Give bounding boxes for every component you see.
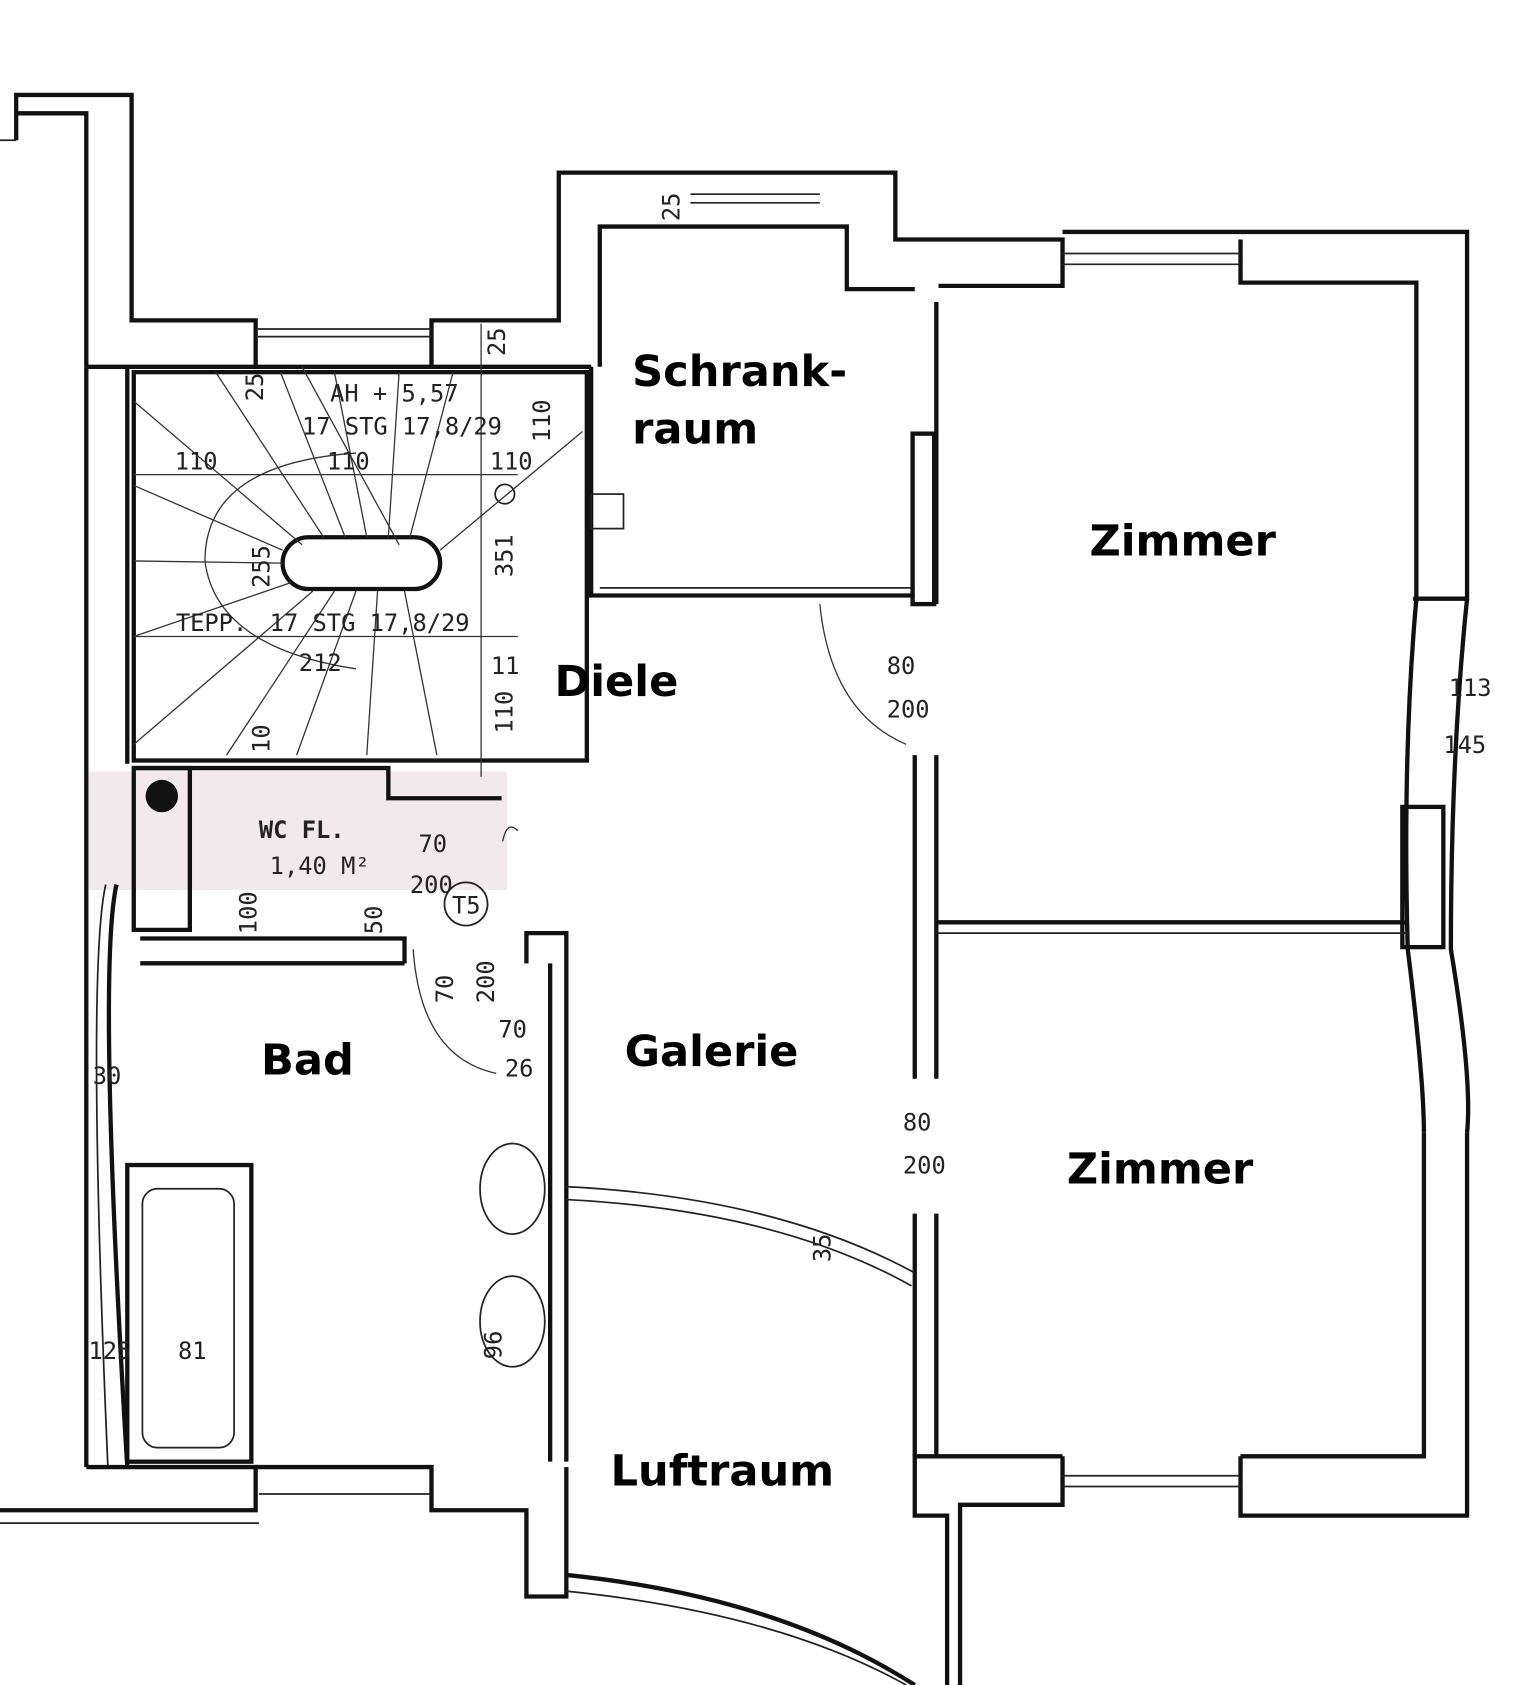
dim-text: 145 [1443, 731, 1486, 759]
room-label-bad: Bad [261, 1035, 354, 1085]
wc-label: WC FL. [259, 816, 345, 844]
dim-text: TEPP. [176, 609, 247, 637]
dim-text: 17 STG 17,8/29 [302, 413, 502, 441]
dim-text: 50 [360, 906, 388, 935]
dim-text: 10 [248, 724, 276, 753]
t5-marker: T5 [452, 892, 481, 920]
dim-text: 212 [299, 649, 342, 677]
dim-text: 200 [887, 695, 930, 723]
dim-text: 110 [490, 447, 533, 475]
dim-text: 25 [483, 327, 511, 356]
dim-text: 70 [431, 975, 459, 1004]
room-label-schrankraum-2: raum [632, 404, 758, 454]
dim-text: 110 [175, 447, 218, 475]
dim-text: 100 [235, 891, 263, 934]
dim-text: 30 [93, 1062, 122, 1090]
room-label-diele: Diele [554, 657, 678, 707]
dim-text: 81 [178, 1337, 207, 1365]
dim-text: 113 [1449, 674, 1492, 702]
dim-text: 70 [419, 830, 448, 858]
dim-text: 17 STG 17,8/29 [270, 609, 470, 637]
dim-text: 70 [498, 1016, 527, 1044]
dim-text: 200 [903, 1152, 946, 1180]
dim-text: 25 [241, 373, 269, 402]
dim-text: 110 [528, 399, 556, 442]
room-label-galerie: Galerie [625, 1027, 799, 1077]
walls [0, 92, 1471, 1685]
dim-text: 25 [658, 193, 686, 222]
dim-text: 26 [505, 1055, 534, 1083]
dim-text: 351 [490, 534, 518, 577]
dim-text: 110 [490, 691, 518, 734]
dim-text: 96 [480, 1331, 508, 1360]
wc-area: 1,40 M² [270, 852, 370, 880]
dimension-annotations: 25 25 25 AH + 5,57 17 STG 17,8/29 110 11… [88, 193, 1491, 1366]
dim-text: AH + 5,57 [330, 379, 459, 407]
room-label-luftraum: Luftraum [611, 1446, 835, 1496]
dim-text: 80 [903, 1109, 932, 1137]
room-label-zimmer-bottom: Zimmer [1067, 1144, 1254, 1194]
dim-text: 80 [887, 652, 916, 680]
dim-text: 125 [88, 1337, 131, 1365]
room-label-zimmer-top: Zimmer [1090, 517, 1277, 567]
room-label-schrankraum: Schrank- [632, 347, 847, 397]
dim-text: 255 [248, 545, 276, 588]
dim-text: 200 [472, 960, 500, 1003]
dim-text: 11 [491, 652, 520, 680]
dim-text: 110 [327, 447, 370, 475]
dim-text: 200 [410, 871, 453, 899]
dim-text: 35 [809, 1234, 837, 1263]
